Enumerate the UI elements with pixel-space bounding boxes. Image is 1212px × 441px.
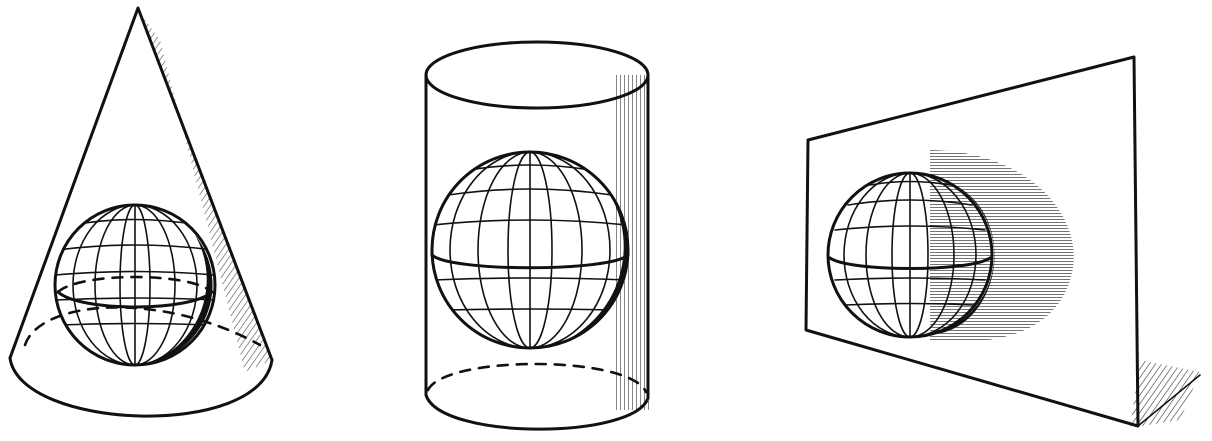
cone-globe bbox=[55, 205, 215, 365]
cylinder-panel bbox=[426, 42, 649, 429]
cone-base-ellipse bbox=[10, 358, 272, 416]
plane-cast-shadow bbox=[930, 150, 1074, 341]
plane-panel bbox=[806, 57, 1200, 428]
cone-panel bbox=[10, 8, 272, 416]
cylinder-base-back-dashed bbox=[428, 364, 646, 392]
cylinder-base-front bbox=[426, 395, 648, 429]
cylinder-top-ellipse bbox=[426, 42, 648, 108]
cylinder-shading bbox=[616, 75, 649, 410]
cylinder-globe bbox=[432, 152, 629, 348]
plane-floor-shadow bbox=[1130, 360, 1200, 428]
